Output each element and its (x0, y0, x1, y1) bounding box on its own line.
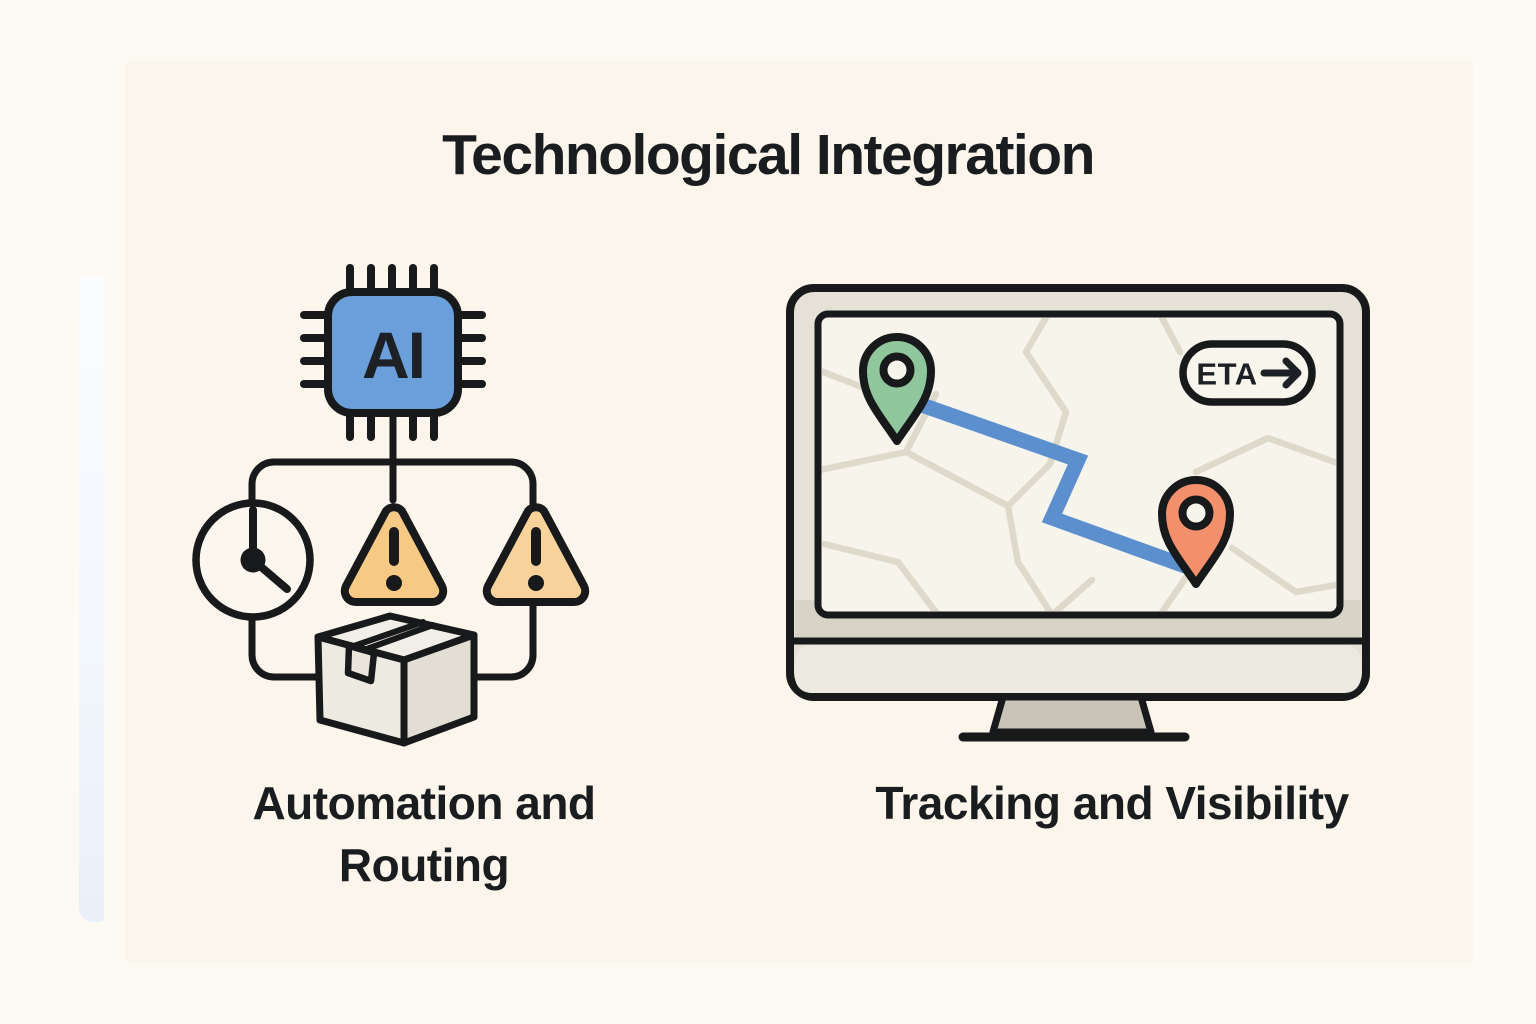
page-title: Technological Integration (442, 123, 1095, 187)
origin-pin-icon (859, 333, 935, 445)
monitor-chin (795, 645, 1361, 693)
automation-caption-line1: Automation and (252, 777, 596, 829)
automation-diagram: AI (192, 264, 590, 747)
monitor-stand (989, 693, 1155, 736)
eta-badge: ETA (1179, 340, 1316, 406)
eta-arrow-icon (1260, 357, 1302, 389)
box-tape-flap (344, 642, 378, 685)
chip-body (324, 288, 462, 417)
ai-chip-icon: AI (300, 264, 486, 441)
tracking-caption: Tracking and Visibility (875, 777, 1349, 829)
destination-pin-icon (1158, 476, 1234, 588)
map-roads (822, 318, 1336, 611)
warning-triangle-left-icon (340, 503, 448, 606)
chip-label: AI (362, 318, 424, 392)
eta-label: ETA (1196, 357, 1257, 392)
package-box-icon (314, 612, 478, 747)
warning-triangle-right-icon (482, 503, 590, 606)
route-line (899, 390, 1199, 578)
left-edge-highlight (79, 277, 104, 922)
automation-caption-line2: Routing (338, 839, 510, 891)
tracking-diagram: ETA (786, 284, 1370, 742)
automation-caption: Automation and Routing (124, 772, 724, 896)
clock-icon (192, 499, 314, 621)
